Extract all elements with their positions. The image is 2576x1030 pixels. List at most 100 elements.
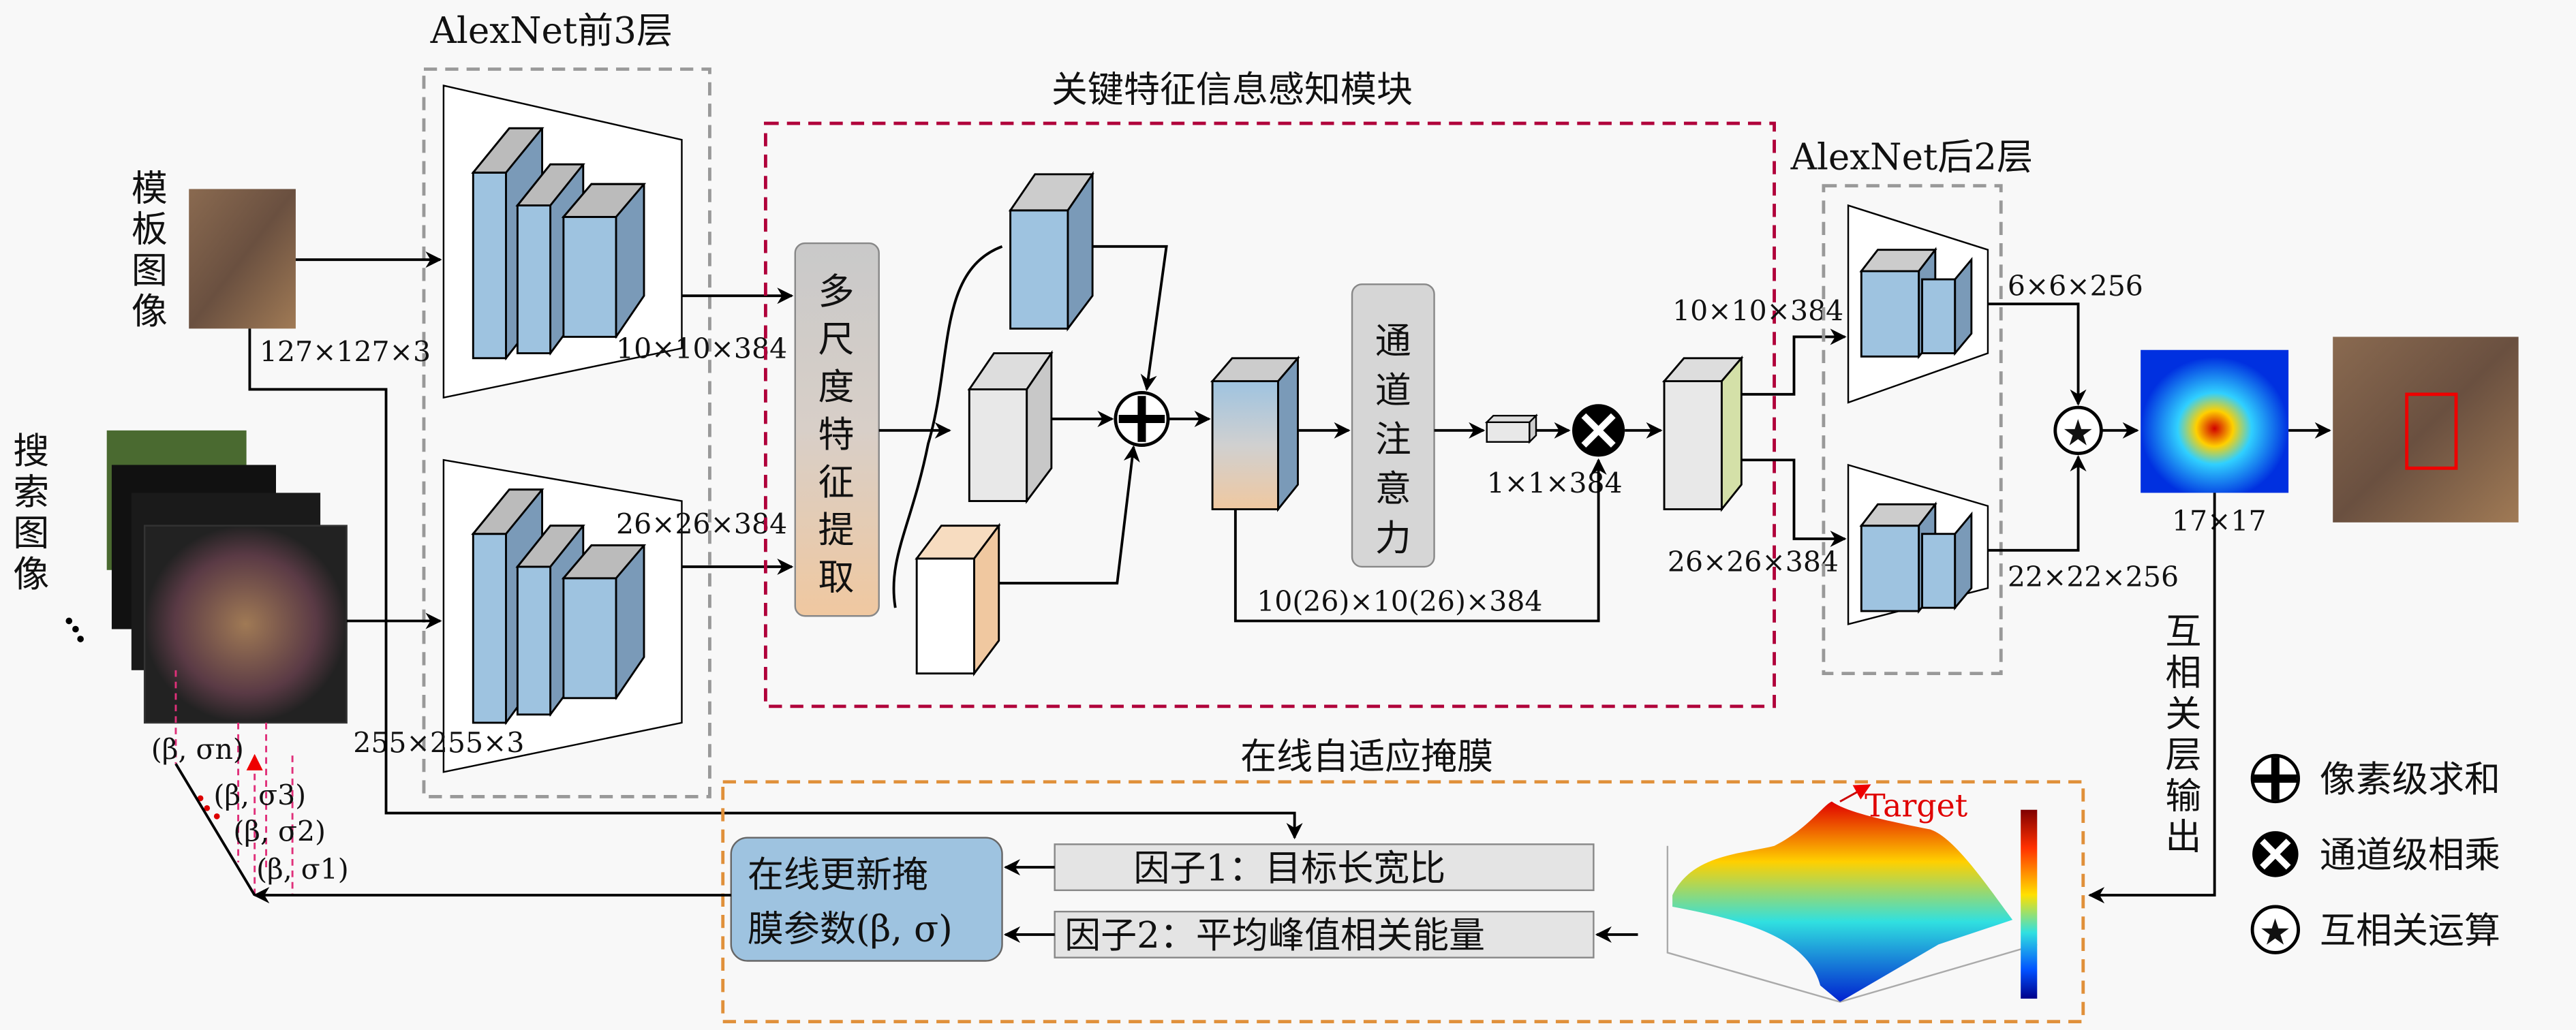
dim-front-top: 10×10×384 xyxy=(616,332,787,365)
svg-text:索: 索 xyxy=(13,471,49,513)
svg-text:征: 征 xyxy=(818,461,855,503)
svg-text:★: ★ xyxy=(2061,412,2094,454)
svg-text:多: 多 xyxy=(818,270,855,313)
svg-text:道: 道 xyxy=(1375,369,1411,411)
svg-text:尺: 尺 xyxy=(818,318,855,360)
svg-text:相: 相 xyxy=(2165,652,2201,694)
mask-fan-line xyxy=(174,763,256,896)
pixel-sum-icon xyxy=(1114,390,1170,447)
svg-text:关: 关 xyxy=(2165,693,2201,735)
mask-param-1: (β, σ1) xyxy=(256,853,349,886)
refined-feature-block xyxy=(1661,355,1744,512)
cross-correlation-icon: ★ xyxy=(2053,405,2103,456)
tracking-result-image xyxy=(2333,337,2519,522)
module-title: 关键特征信息感知模块 xyxy=(1052,69,1413,111)
scale-block-2 xyxy=(967,349,1054,504)
channel-multiply-icon xyxy=(1572,404,1625,457)
attention-vector-block xyxy=(1484,413,1538,444)
template-to-factor1-line xyxy=(248,328,1303,840)
svg-text:提: 提 xyxy=(818,509,855,551)
factor2-label: 因子2：平均峰值相关能量 xyxy=(1064,914,1485,956)
svg-text:层: 层 xyxy=(2165,734,2201,776)
svg-text:板: 板 xyxy=(132,208,168,251)
svg-text:像: 像 xyxy=(132,290,168,332)
legend-item-plus: 像素级求和 xyxy=(2250,753,2500,804)
svg-text:图: 图 xyxy=(13,512,49,555)
dim-mid-top: 10×10×384 xyxy=(1672,294,1843,327)
online-mask-box xyxy=(721,780,2085,1024)
scale-block-1 xyxy=(1008,171,1094,332)
response-heatmap xyxy=(2141,349,2289,493)
alexnet-front-box xyxy=(422,67,711,798)
dim-front-bottom: 26×26×384 xyxy=(616,508,787,541)
svg-text:互: 互 xyxy=(2165,610,2201,653)
legend: 像素级求和 通道级相乘 ★ 互相关运算 xyxy=(2250,753,2500,954)
feature-perception-module-box xyxy=(763,121,1776,708)
target-label: Target xyxy=(1865,787,1968,824)
svg-text:取: 取 xyxy=(818,557,855,599)
channel-attention-label: 通道 注意 力 xyxy=(1375,320,1411,559)
template-image xyxy=(189,189,296,329)
template-image-label: 模 板 图 像 xyxy=(132,167,168,332)
back-conv-blocks xyxy=(1859,247,1973,614)
red-ellipsis-dots xyxy=(197,795,220,820)
mask-param-lines xyxy=(174,670,294,896)
arrow xyxy=(998,445,1140,584)
template-size: 127×127×3 xyxy=(260,336,431,369)
mask-param-2: (β, σ2) xyxy=(233,815,326,848)
factor2-box xyxy=(1054,910,1595,958)
arrow xyxy=(1987,302,2087,406)
svg-text:★: ★ xyxy=(2259,911,2292,953)
fused-feature-block xyxy=(1210,355,1300,512)
multiscale-label: 多尺 度特 征提 取 xyxy=(818,270,855,598)
svg-text:输: 输 xyxy=(2165,775,2201,817)
svg-text:度: 度 xyxy=(818,366,855,408)
svg-text:搜: 搜 xyxy=(13,430,49,472)
mask-param-n: (β, σn) xyxy=(151,733,244,766)
svg-text:像素级求和: 像素级求和 xyxy=(2320,758,2500,800)
arrow xyxy=(1741,328,1847,396)
svg-text:特: 特 xyxy=(818,413,855,456)
dim-response: 17×17 xyxy=(2172,505,2267,537)
arrow xyxy=(1092,245,1168,391)
svg-text:通: 通 xyxy=(1375,320,1411,362)
conv-blocks-top xyxy=(471,127,647,361)
dim-mid-bottom: 26×26×384 xyxy=(1668,546,1839,578)
svg-text:力: 力 xyxy=(1375,517,1411,559)
dim-skip: 10(26)×10(26)×384 xyxy=(1257,585,1542,618)
target-bounding-box xyxy=(2405,392,2458,470)
dim-back-top: 6×6×256 xyxy=(2008,270,2143,302)
dim-attention: 1×1×384 xyxy=(1487,467,1623,499)
dim-back-bottom: 22×22×256 xyxy=(2008,561,2179,593)
svg-text:通道级相乘: 通道级相乘 xyxy=(2320,834,2500,876)
response-surface-plot: Target xyxy=(1666,784,2038,1003)
factor1-label: 因子1：目标长宽比 xyxy=(1133,847,1445,889)
mask-title: 在线自适应掩膜 xyxy=(1240,735,1493,777)
svg-text:互相关运算: 互相关运算 xyxy=(2320,909,2500,952)
channel-attention-block xyxy=(1351,283,1435,568)
legend-item-times: 通道级相乘 xyxy=(2252,831,2500,877)
scale-block-3 xyxy=(915,522,1001,676)
svg-text:出: 出 xyxy=(2165,816,2201,858)
arrow xyxy=(1741,458,1847,548)
mask-update-line2: 膜参数(β, σ) xyxy=(748,908,953,950)
alexnet-front-title: AlexNet前3层 xyxy=(430,10,673,52)
search-image xyxy=(143,525,348,724)
arrow xyxy=(1987,455,2087,552)
svg-text:图: 图 xyxy=(132,249,168,292)
ellipsis-dots xyxy=(65,617,84,642)
xcorr-output-label: 互相 关层 输出 xyxy=(2165,610,2201,858)
response-to-mask-line xyxy=(2088,493,2216,904)
conv-blocks-bottom xyxy=(471,488,647,725)
alexnet-back-box xyxy=(1822,184,2003,676)
brace xyxy=(892,245,1003,608)
svg-text:意: 意 xyxy=(1375,468,1411,510)
search-size: 255×255×3 xyxy=(353,726,524,759)
svg-text:模: 模 xyxy=(132,167,168,209)
alexnet-back-title: AlexNet后2层 xyxy=(1790,136,2033,178)
skip-connection xyxy=(1233,458,1607,623)
search-image-label: 搜 索 图 像 xyxy=(13,430,49,595)
svg-text:像: 像 xyxy=(13,553,49,595)
legend-item-star: ★ 互相关运算 xyxy=(2250,905,2500,954)
